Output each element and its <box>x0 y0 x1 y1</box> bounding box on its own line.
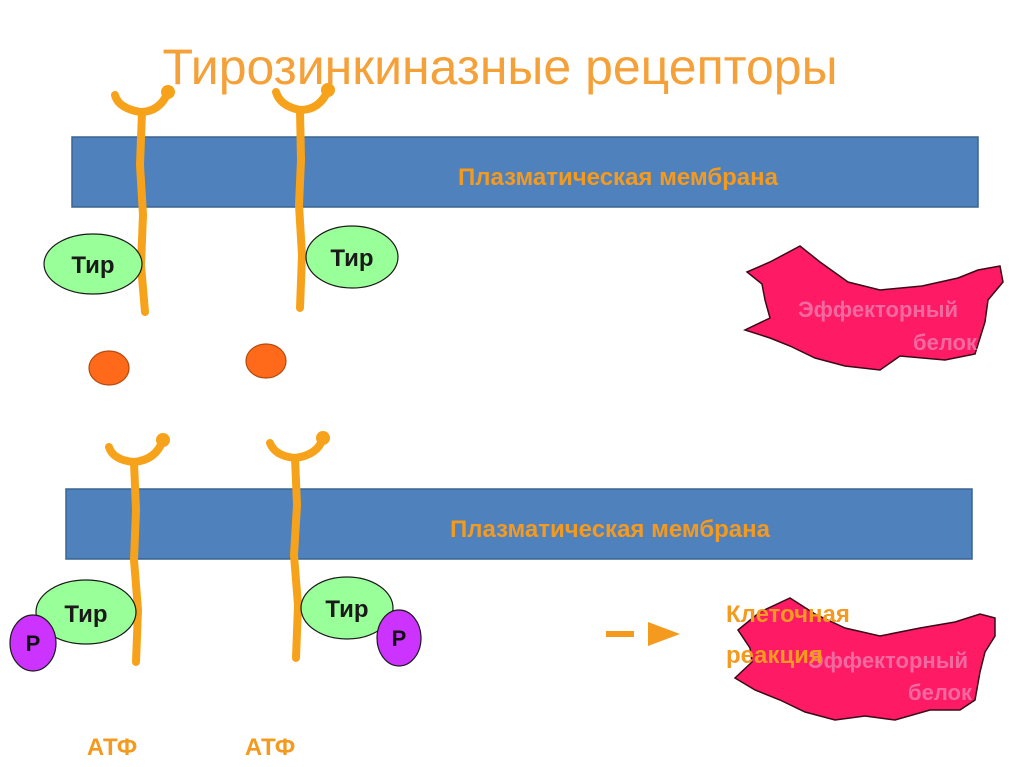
atp-label-right: АТФ <box>245 734 295 761</box>
cell-reaction-line1: Клеточная <box>726 601 850 628</box>
phosphate-bottom-right: P <box>376 609 422 667</box>
svg-text:Тир: Тир <box>71 252 114 279</box>
effector-label-bottom-line2: белок <box>908 680 973 705</box>
atp-label-left: АТФ <box>87 734 137 761</box>
ligand-right <box>245 343 287 379</box>
tyrosine-domain-top-left: Тир <box>43 233 143 295</box>
effector-label-bottom-line1: Эффекторный <box>808 648 968 673</box>
receptor-bottom-right <box>266 431 330 662</box>
svg-text:Тир: Тир <box>325 596 368 623</box>
effector-label-top-line1: Эффекторный <box>798 297 958 322</box>
effector-label-top-line2: белок <box>913 330 978 355</box>
svg-text:P: P <box>26 631 41 656</box>
phosphate-bottom-left: P <box>9 614 57 672</box>
membrane-label-bottom: Плазматическая мембрана <box>450 516 771 543</box>
effector-protein-bottom: Эффекторный белок <box>733 597 996 721</box>
receptor-top-right <box>272 83 335 312</box>
cell-reaction-line2: реакция <box>726 642 823 669</box>
tyrosine-domain-bottom-right: Тир <box>300 576 394 640</box>
plasma-membrane-bottom <box>65 488 973 560</box>
arrow-to-reaction <box>606 622 680 646</box>
tyrosine-domain-bottom-left: Тир <box>35 579 137 645</box>
effector-protein-top: Эффекторный белок <box>742 245 1004 371</box>
plasma-membrane-top <box>71 136 979 208</box>
slide-title: Тирозинкиназные рецепторы <box>162 39 837 95</box>
receptor-top-left <box>111 85 175 316</box>
tyrosine-domain-top-right: Тир <box>305 225 399 289</box>
svg-text:P: P <box>392 626 407 651</box>
svg-text:Тир: Тир <box>64 601 107 628</box>
receptor-bottom-left <box>105 433 170 666</box>
membrane-label-top: Плазматическая мембрана <box>458 164 779 191</box>
svg-text:Тир: Тир <box>330 245 373 272</box>
ligand-left <box>88 350 130 386</box>
